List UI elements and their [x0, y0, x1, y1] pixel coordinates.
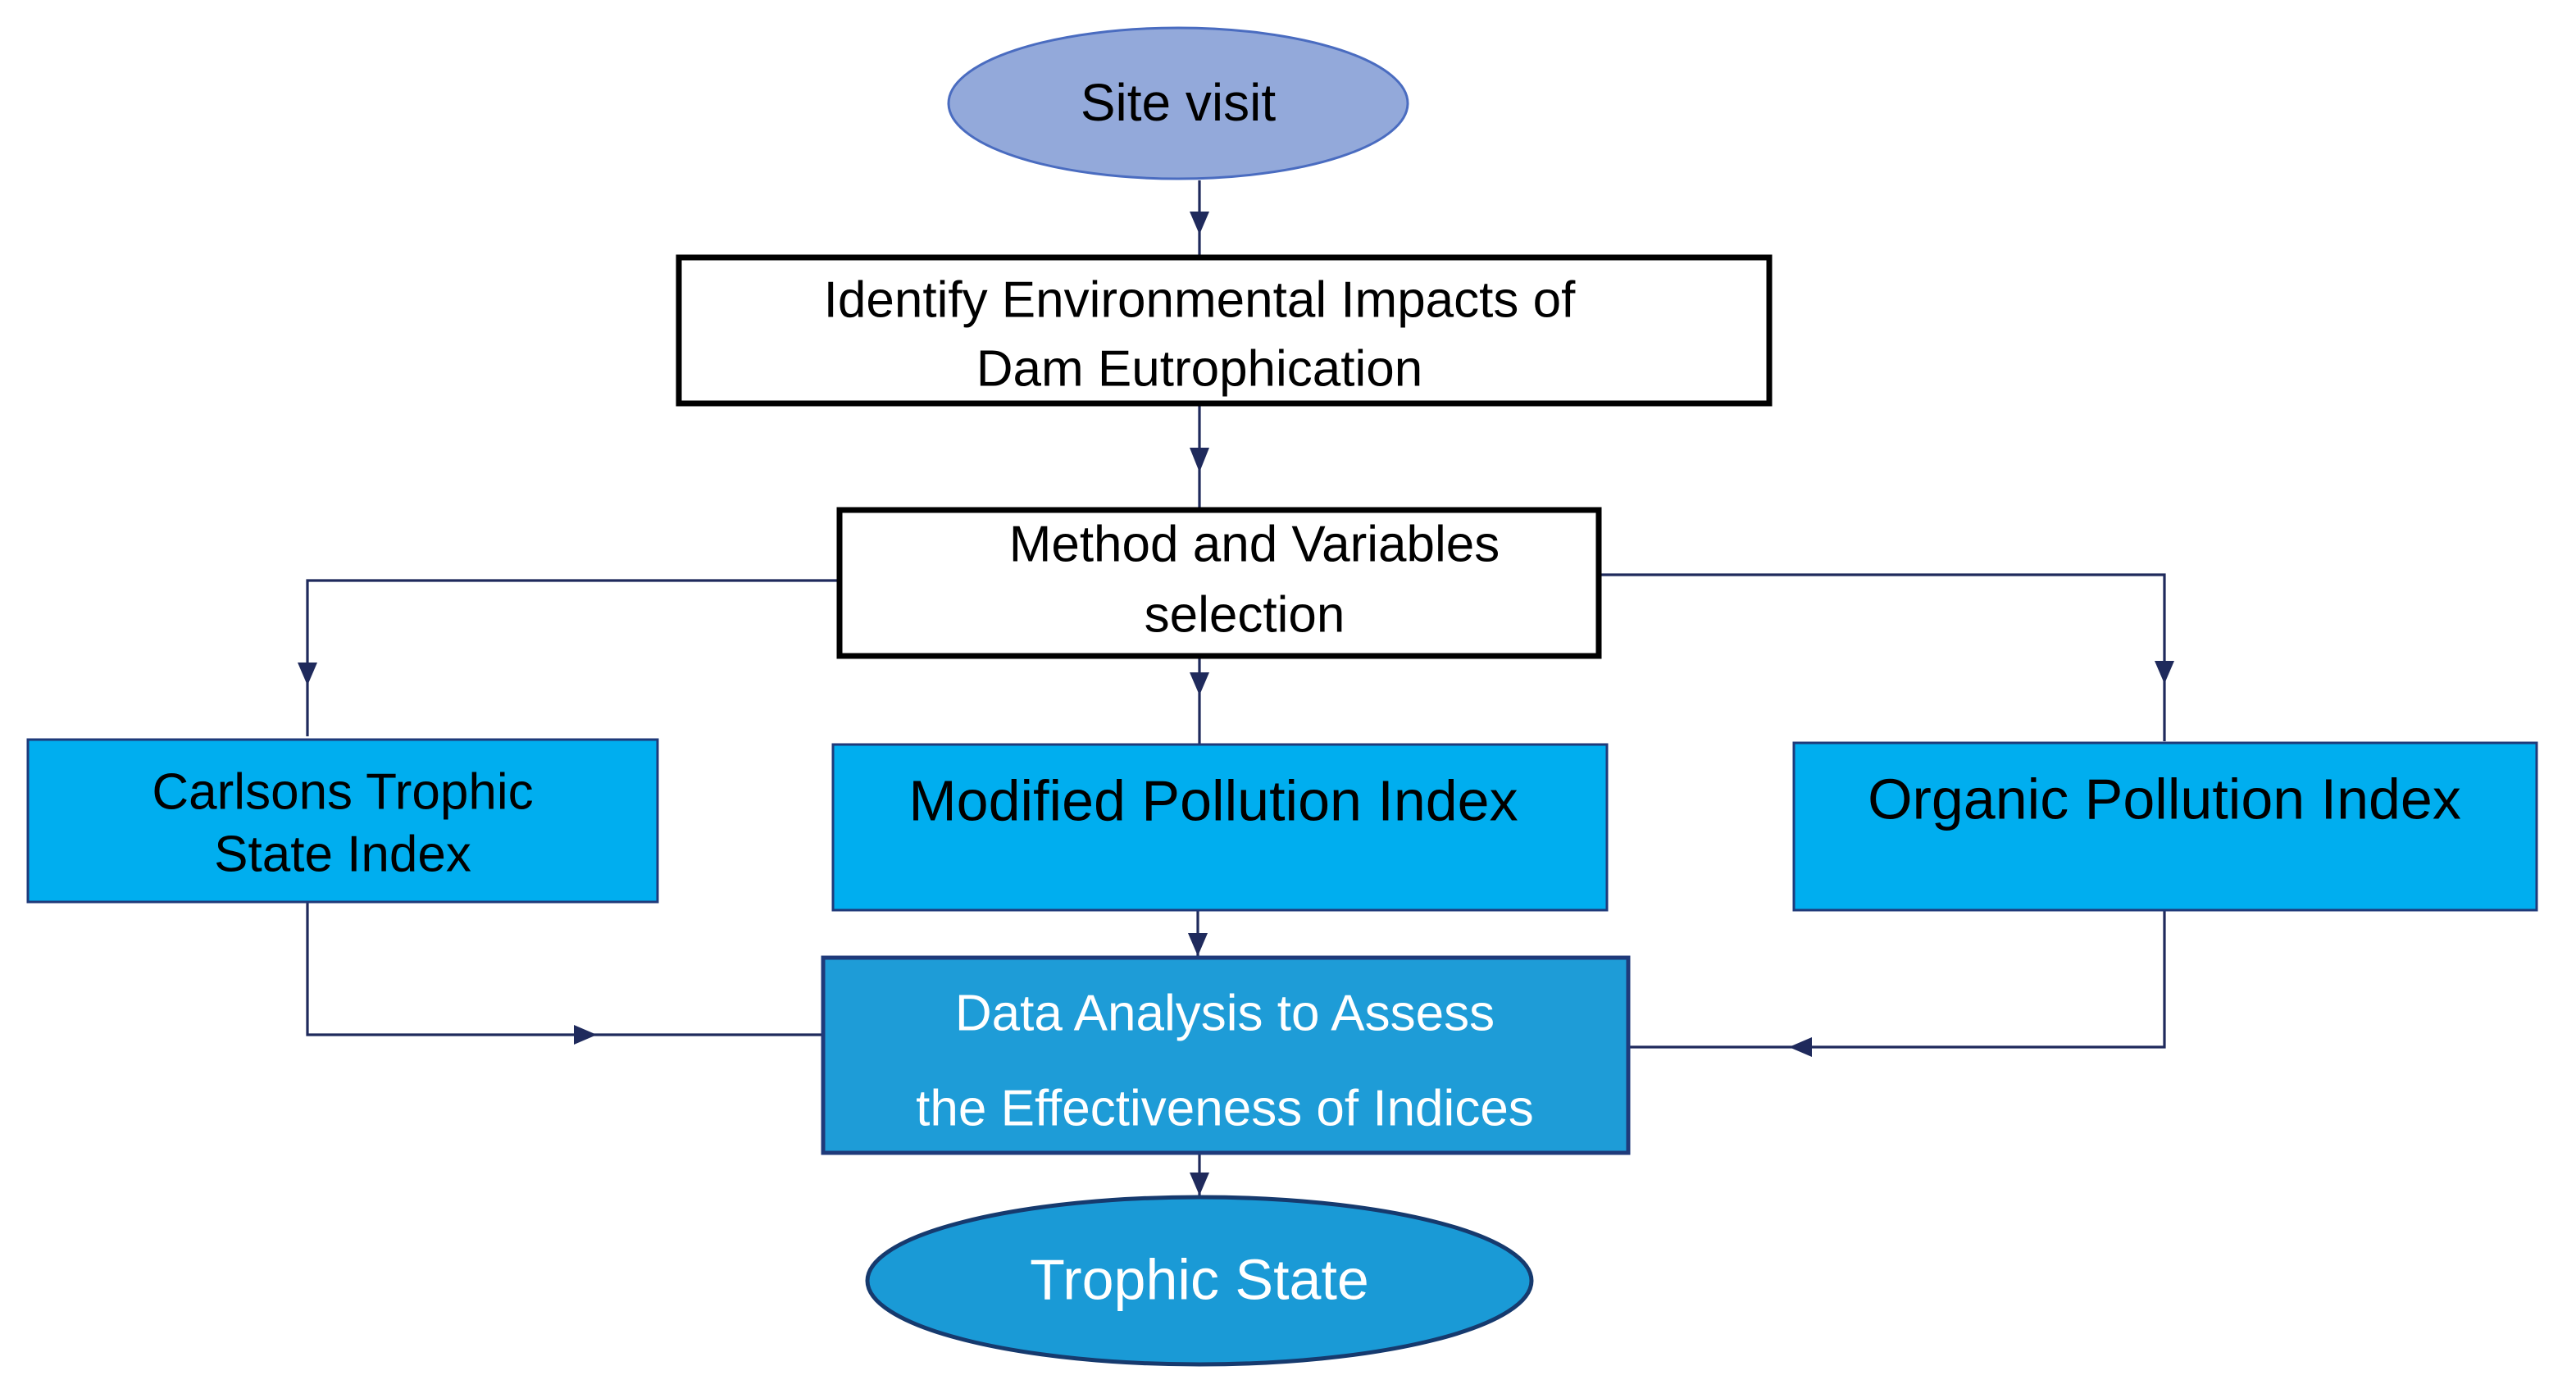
trophic-state-node: Trophic State — [865, 1195, 1534, 1367]
trophic-state-label: Trophic State — [1030, 1247, 1369, 1311]
carlsons-index-box — [26, 738, 659, 904]
identify-impacts-node: Identify Environmental Impacts of Dam Eu… — [676, 254, 1773, 407]
method-selection-line-2: selection — [1145, 586, 1345, 643]
arrowheads — [298, 212, 2174, 1195]
data-analysis-line-2: the Effectiveness of Indices — [916, 1080, 1534, 1136]
method-selection-box — [836, 507, 1602, 659]
modified-pollution-index-box — [831, 743, 1609, 912]
carlsons-index-node: Carlsons Trophic State Index — [26, 738, 659, 904]
arrowhead-method-to-modified — [1190, 672, 1209, 695]
data-analysis-box — [821, 955, 1631, 1155]
data-analysis-node: Data Analysis to Assess the Effectivenes… — [821, 955, 1631, 1155]
arrowhead-site-to-identify — [1190, 212, 1209, 235]
arrowhead-identify-to-method — [1190, 448, 1209, 472]
carlsons-index-line-2: State Index — [214, 826, 471, 882]
arrowhead-organic-to-analysis — [1789, 1037, 1812, 1057]
method-selection-node: Method and Variables selection — [836, 507, 1602, 659]
connector-carlsons-to-analysis — [306, 902, 823, 1036]
method-selection-line-1: Method and Variables — [1009, 516, 1500, 572]
modified-pollution-index-node: Modified Pollution Index — [831, 743, 1609, 912]
arrowhead-method-to-organic — [2155, 661, 2174, 684]
organic-pollution-index-box — [1792, 741, 2538, 912]
site-visit-shape — [947, 26, 1409, 180]
arrowhead-analysis-to-trophic — [1190, 1173, 1209, 1195]
connector-organic-to-analysis — [1628, 910, 2166, 1049]
connector-method-to-carlsons — [306, 579, 840, 736]
identify-impacts-line-2: Dam Eutrophication — [976, 340, 1423, 397]
connector-method-to-organic — [1599, 573, 2166, 741]
identify-impacts-line-1: Identify Environmental Impacts of — [824, 271, 1576, 328]
site-visit-label: Site visit — [1081, 73, 1277, 132]
arrowhead-carlsons-to-analysis — [574, 1025, 597, 1045]
organic-pollution-index-node: Organic Pollution Index — [1792, 741, 2538, 912]
arrowhead-modified-to-analysis — [1188, 933, 1208, 956]
site-visit-node: Site visit — [947, 26, 1409, 180]
trophic-state-shape — [865, 1195, 1534, 1367]
arrowhead-method-to-carlsons — [298, 663, 317, 685]
organic-pollution-index-label: Organic Pollution Index — [1868, 767, 2461, 831]
data-analysis-line-1: Data Analysis to Assess — [955, 985, 1495, 1041]
carlsons-index-line-1: Carlsons Trophic — [152, 763, 533, 820]
modified-pollution-index-label: Modified Pollution Index — [908, 768, 1518, 832]
identify-impacts-box — [676, 254, 1773, 407]
